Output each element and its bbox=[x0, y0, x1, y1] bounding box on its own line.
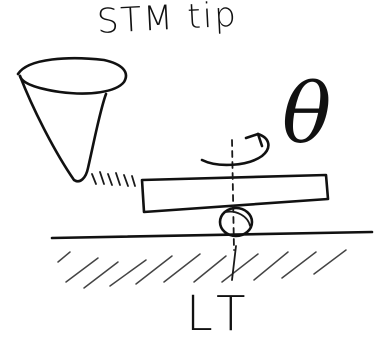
stm-tip-label: STM tip bbox=[96, 0, 239, 42]
rotor-rod-outline bbox=[142, 175, 328, 212]
substrate-hatching bbox=[58, 250, 346, 288]
substrate-lt-label: LT bbox=[186, 290, 255, 338]
pivot-atom-stroke bbox=[226, 212, 250, 226]
substrate-surface bbox=[52, 232, 372, 238]
stm-tip-rim bbox=[18, 58, 126, 93]
substrate-pointer bbox=[232, 246, 236, 280]
rotation-arrowhead bbox=[246, 134, 262, 146]
rotation-arrow bbox=[202, 134, 268, 165]
angle-theta-label: θ bbox=[282, 74, 331, 156]
tunnel-hatch bbox=[92, 172, 135, 186]
pivot-atom bbox=[220, 208, 252, 236]
rotor-rod bbox=[142, 175, 328, 212]
stm-tip bbox=[18, 58, 126, 181]
